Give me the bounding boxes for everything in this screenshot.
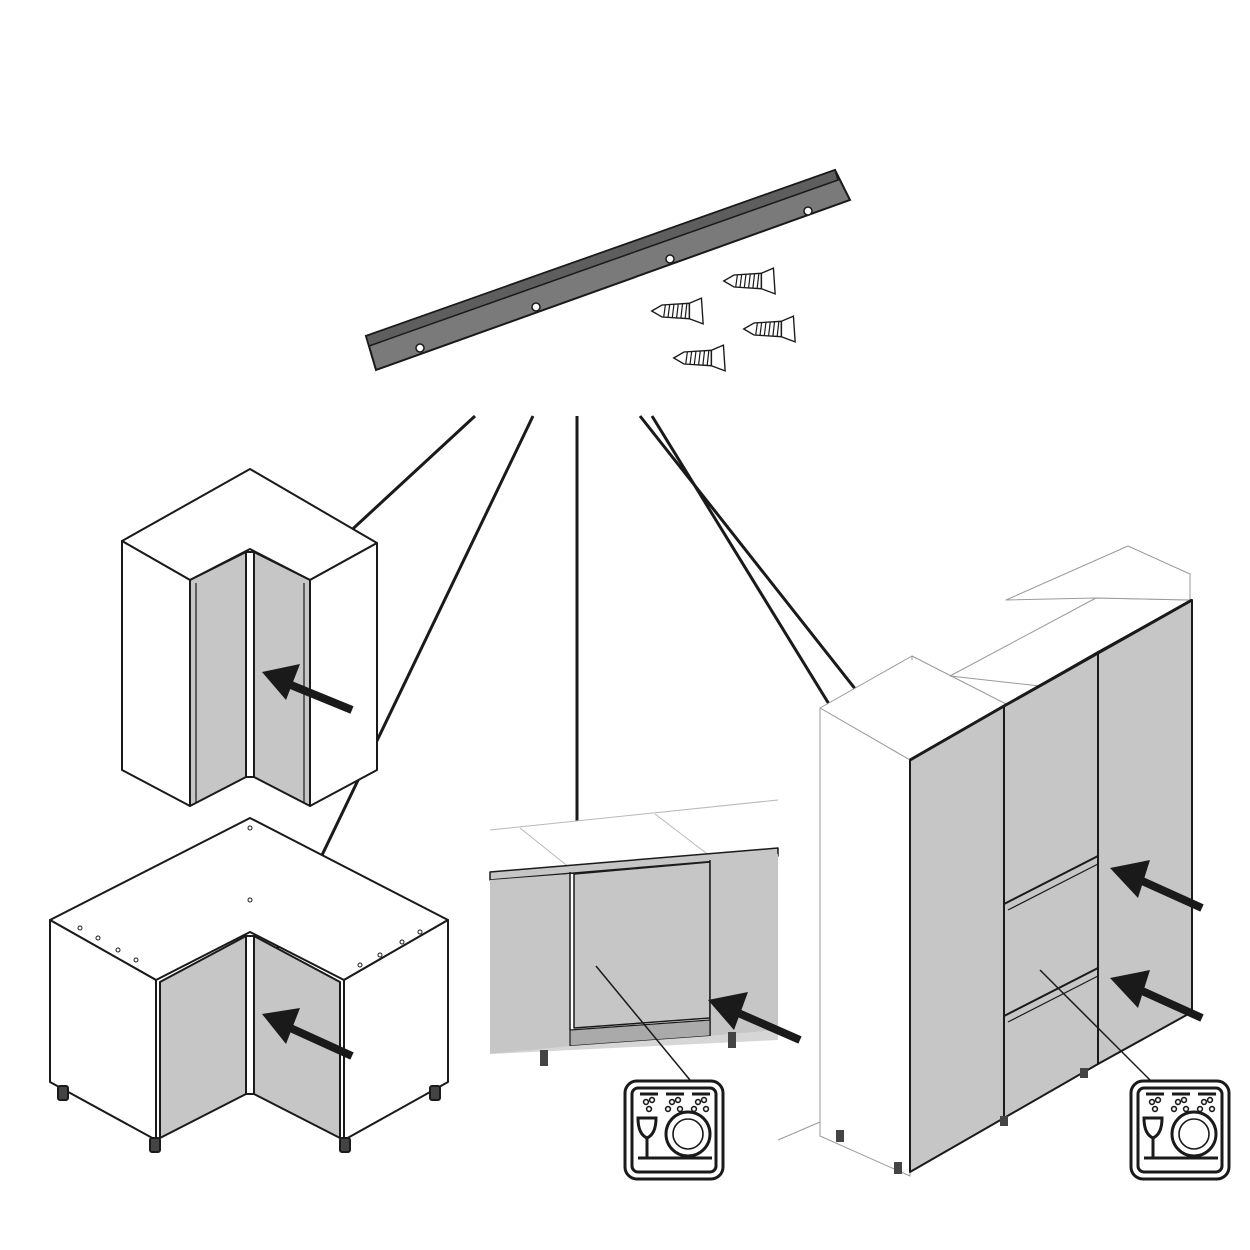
arrowhead-base-corner <box>262 1008 300 1044</box>
screw-2 <box>722 267 776 295</box>
tall-cabinet-drawers <box>777 545 1193 1177</box>
arrowhead-tall-drawer-upper <box>1110 860 1150 898</box>
screw-3 <box>672 344 726 372</box>
dishwasher-safe-icon <box>1129 1079 1231 1181</box>
arrow-base-corner <box>284 1022 354 1060</box>
base-corner-cabinet <box>49 817 449 1153</box>
dishwasher-panel-scene <box>489 799 779 1081</box>
arrow-wall-corner <box>278 679 354 714</box>
arrowhead-dishwasher-panel <box>708 992 748 1030</box>
arrow-tall-drawer-upper <box>1138 876 1204 912</box>
angle-profile <box>364 168 852 372</box>
wall-corner-cabinet <box>121 468 378 807</box>
profile-holes <box>415 206 813 353</box>
screws <box>650 267 796 372</box>
screw-4 <box>742 315 796 343</box>
dishwasher-safe-icon <box>623 1079 725 1181</box>
screw-1 <box>650 297 704 325</box>
arrow-dishwasher-panel <box>734 1008 802 1044</box>
arrowhead-tall-drawer-lower <box>1110 970 1150 1008</box>
arrowhead-wall-corner <box>262 664 300 700</box>
arrow-tall-drawer-lower <box>1138 986 1204 1022</box>
